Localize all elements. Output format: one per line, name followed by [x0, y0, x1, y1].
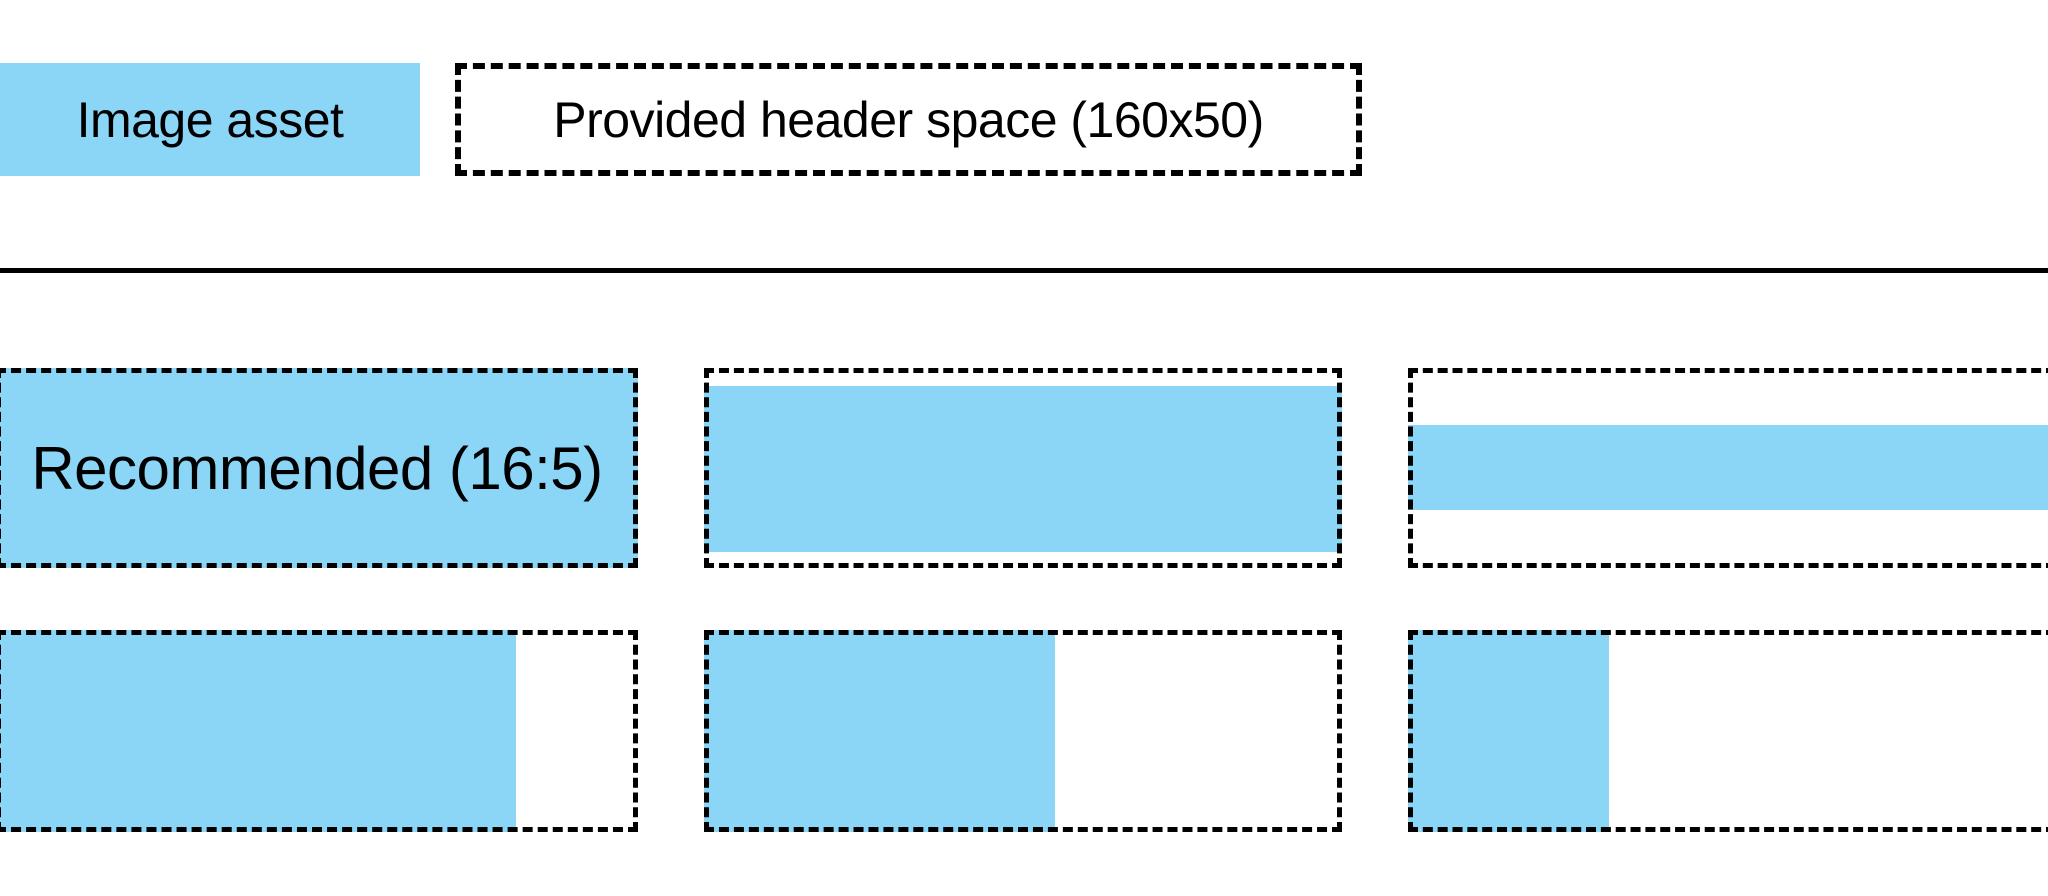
recommended-ratio-label: Recommended (16:5) [31, 434, 603, 502]
example-full-height-narrow-31 [1408, 630, 2048, 832]
example-full-width-thin-strip [1408, 368, 2048, 568]
image-asset-legend-label: Image asset [76, 91, 344, 148]
image-asset-fill [1408, 425, 2048, 510]
image-asset-fill [704, 386, 1342, 552]
example-full-height-narrow-55 [704, 630, 1342, 832]
image-asset-fill [0, 630, 517, 832]
example-recommended-full-bleed: Recommended (16:5) [0, 368, 638, 568]
header-space-legend-label: Provided header space (160x50) [553, 91, 1264, 148]
image-asset-fill [1408, 630, 1609, 832]
header-space-legend-box: Provided header space (160x50) [455, 63, 1362, 176]
image-asset-legend-swatch: Image asset [0, 63, 420, 176]
image-asset-fill [704, 630, 1055, 832]
example-full-height-narrow-80 [0, 630, 638, 832]
image-asset-fill [0, 368, 638, 568]
section-divider [0, 268, 2048, 273]
example-full-width-shorter [704, 368, 1342, 568]
